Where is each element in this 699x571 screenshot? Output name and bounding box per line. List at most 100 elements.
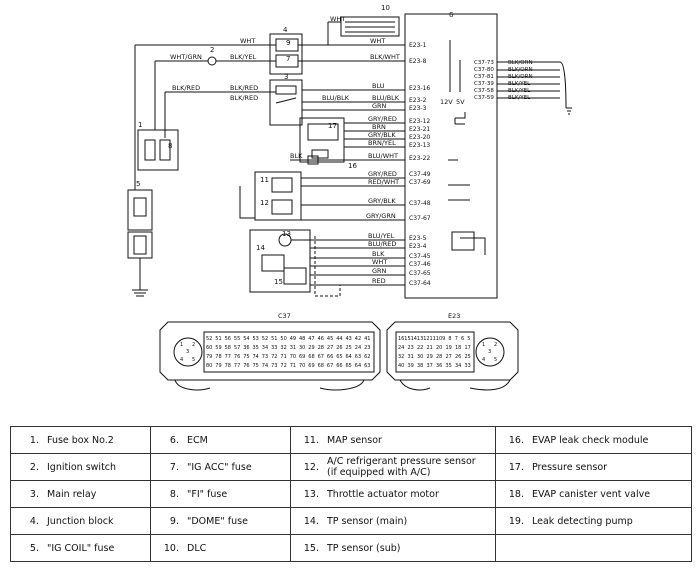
c37-left-pin: 2 — [192, 342, 195, 348]
c37-pin: 63 — [355, 354, 361, 360]
c37-pin: 67 — [327, 363, 333, 369]
c37-pin: 73 — [262, 354, 268, 360]
ecm-right-wire-3: BLK/YEL — [508, 81, 531, 87]
c37-pin: 53 — [253, 336, 259, 342]
legend-text: "DOME" fuse — [187, 515, 248, 527]
c37-pin: 26 — [336, 345, 342, 351]
ac-sensor-number: 12 — [260, 199, 269, 207]
legend-cell: 10.DLC — [150, 534, 291, 562]
wire-label-blu-red: BLU/RED — [368, 240, 396, 248]
ecm-terminal-e23-3: E23-3 — [409, 105, 427, 112]
ecm-terminal-c37-46: C37-46 — [409, 261, 431, 268]
c37-pin: 47 — [308, 336, 314, 342]
ecm-terminal-c37-45: C37-45 — [409, 253, 431, 260]
c37-pin: 64 — [355, 363, 361, 369]
e23-pin: 9 — [442, 336, 445, 342]
e23-pin: 15 — [404, 336, 410, 342]
ecm-box — [404, 13, 498, 299]
evap-module-number: 16 — [348, 162, 357, 170]
c37-pin: 34 — [262, 345, 268, 351]
legend-cell: 3. Main relay — [10, 480, 151, 508]
e23-pin: 38 — [417, 363, 423, 369]
c37-pin: 52 — [206, 336, 212, 342]
c37-pin: 69 — [308, 363, 314, 369]
ecm-terminal-e23-20: E23-20 — [409, 134, 430, 141]
c37-pin: 24 — [355, 345, 361, 351]
legend-number: 8. — [169, 488, 179, 500]
c37-pin: 36 — [243, 345, 249, 351]
c37-pin: 62 — [364, 354, 370, 360]
legend-text: Main relay — [47, 488, 97, 500]
legend-cell: 13. Throttle actuator motor — [290, 480, 496, 508]
c37-pin: 27 — [327, 345, 333, 351]
legend-number: 5. — [29, 542, 39, 554]
c37-left-pin: 5 — [192, 357, 195, 363]
wire-label-blk-red-relay: BLK/RED — [230, 84, 258, 92]
legend-cell: 19.Leak detecting pump — [495, 507, 692, 535]
legend-cell: 14.TP sensor (main) — [290, 507, 496, 535]
legend-cell: 16.EVAP leak check module — [495, 426, 692, 454]
c37-pin: 43 — [346, 336, 352, 342]
c37-pin: 67 — [318, 354, 324, 360]
c37-pin: 51 — [215, 336, 221, 342]
c37-pin: 46 — [318, 336, 324, 342]
ecm-terminal-c37-67: C37-67 — [409, 215, 431, 222]
legend-number: 1. — [29, 434, 39, 446]
wire-label-grn-tp: GRN — [372, 267, 387, 275]
throttle-motor-number: 13 — [282, 230, 291, 238]
wire-label-blu: BLU — [372, 82, 385, 90]
e23-pin: 40 — [398, 363, 404, 369]
throttle-body — [249, 229, 311, 293]
wire-label-blk-yel: BLK/YEL — [230, 53, 257, 61]
e23-pin: 27 — [446, 354, 452, 360]
wire-label-gry-blk-b: GRY/BLK — [368, 197, 396, 205]
e23-pin: 16 — [398, 336, 404, 342]
c37-pin: 71 — [290, 363, 296, 369]
tp-sub-number: 15 — [274, 278, 283, 286]
wire-label-blk-wht: BLK/WHT — [370, 53, 400, 61]
ecm-terminal-e23-4: E23-4 — [409, 243, 427, 250]
ecm-right-terminal-c37-73: C37-73 — [474, 60, 494, 66]
c37-pin: 49 — [290, 336, 296, 342]
e23-pin: 39 — [408, 363, 414, 369]
e23-pin: 24 — [398, 345, 404, 351]
e23-pin: 18 — [455, 345, 461, 351]
legend-number: 3. — [29, 488, 39, 500]
wire-label-grn: GRN — [372, 102, 387, 110]
e23-pin: 29 — [427, 354, 433, 360]
e23-right-pin: 4 — [482, 357, 485, 363]
ecm-terminal-labels: E23-1E23-8E23-16E23-2E23-3E23-12E23-21E2… — [409, 42, 431, 287]
e23-pin: 32 — [398, 354, 404, 360]
e23-pin: 19 — [446, 345, 452, 351]
c37-left-pin: 1 — [180, 342, 183, 348]
wire-label-wht-grn: WHT/GRN — [170, 53, 202, 61]
c37-pin: 66 — [327, 354, 333, 360]
ecm-terminal-e23-16: E23-16 — [409, 85, 430, 92]
e23-right-pin: 1 — [482, 342, 485, 348]
legend-text: A/C refrigerant pressure sensor (if equi… — [327, 456, 476, 478]
c37-pin: 71 — [280, 354, 286, 360]
legend-number: 7. — [169, 461, 179, 473]
c37-pin: 66 — [336, 363, 342, 369]
c37-pin: 79 — [215, 363, 221, 369]
legend-text: Throttle actuator motor — [327, 488, 439, 500]
wire-label-blu-yel: BLU/YEL — [368, 232, 395, 240]
ecm-right-terminal-c37-59: C37-59 — [474, 95, 494, 101]
legend-number: 12. — [303, 461, 319, 473]
c37-pin: 51 — [271, 336, 277, 342]
e23-pin: 33 — [465, 363, 471, 369]
e23-connector — [386, 321, 519, 381]
ecm-terminal-e23-13: E23-13 — [409, 142, 430, 149]
junction-block — [269, 33, 303, 75]
legend-number: 4. — [29, 515, 39, 527]
legend-text: "IG ACC" fuse — [187, 461, 252, 473]
c37-pin: 72 — [280, 363, 286, 369]
legend-number: 13. — [303, 488, 319, 500]
c37-pin: 32 — [280, 345, 286, 351]
fi-fuse-number: 8 — [168, 142, 172, 150]
c37-pin: 72 — [271, 354, 277, 360]
legend-cell — [495, 534, 692, 562]
main-relay-number: 3 — [284, 73, 288, 81]
legend-text: "FI" fuse — [187, 488, 228, 500]
ecm-right-terminal-c37-39: C37-39 — [474, 81, 494, 87]
